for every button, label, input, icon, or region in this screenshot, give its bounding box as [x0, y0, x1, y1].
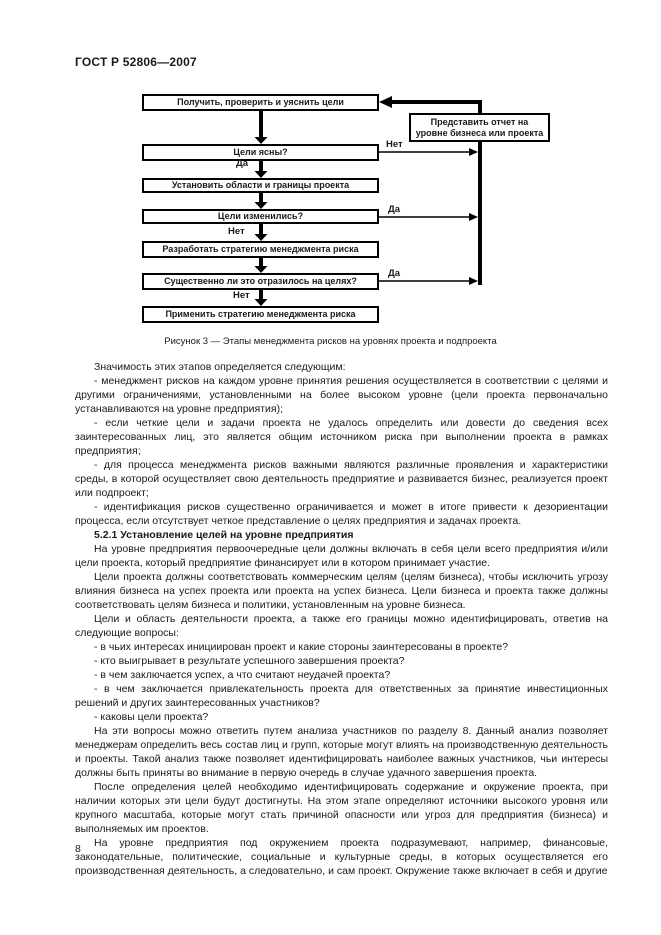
document-header: ГОСТ Р 52806—2007	[75, 55, 197, 69]
question-bullet-item: - в чьих интересах инициирован проект и …	[94, 641, 509, 653]
question-bullet-item: - каковы цели проекта?	[94, 711, 209, 723]
paragraph: На уровне предприятия под окружением про…	[75, 837, 608, 877]
question-bullet-item: - в чем заключается привлекательность пр…	[75, 683, 608, 709]
flowchart-box-develop-risk-strategy: Разработать стратегию менеджмента риска	[142, 241, 379, 258]
edge-label-goals-clear-yes: Да	[236, 158, 249, 169]
figure-caption: Рисунок 3 — Этапы менеджмента рисков на …	[164, 336, 497, 347]
section-heading-5-2-1: 5.2.1 Установление целей на уровне предп…	[94, 529, 354, 541]
body-text: Значимость этих этапов определяется след…	[75, 360, 608, 878]
paragraph-intro: Значимость этих этапов определяется след…	[94, 361, 346, 373]
paragraph: Цели и область деятельности проекта, а т…	[75, 613, 608, 639]
flowchart-box-report-business-project-level: Представить отчет на уровне бизнеса или …	[409, 113, 550, 142]
flowchart-box-goals-changed: Цели изменились?	[142, 209, 379, 224]
edge-label-goals-changed-no: Нет	[228, 226, 245, 237]
flowchart-connectors	[254, 96, 482, 306]
paragraph: На уровне предприятия первоочередные цел…	[75, 543, 608, 569]
bullet-item: - менеджмент рисков на каждом уровне при…	[75, 375, 608, 415]
page-number: 8	[75, 843, 81, 855]
flowchart-box-apply-risk-strategy: Применить стратегию менеджмента риска	[142, 306, 379, 323]
bullet-item: - для процесса менеджмента рисков важным…	[75, 459, 608, 499]
edge-label-goals-changed-yes: Да	[388, 204, 401, 215]
edge-label-goals-clear-no: Нет	[386, 139, 403, 150]
flowchart-box-obtain-check-clarify-goals: Получить, проверить и уяснить цели	[142, 94, 379, 111]
question-bullet-item: - в чем заключается успех, а что считают…	[94, 669, 391, 681]
flowchart-box-significant-goal-impact: Существенно ли это отразилось на целях?	[142, 273, 379, 290]
paragraph: На эти вопросы можно ответить путем анал…	[75, 725, 608, 779]
question-bullet-item: - кто выигрывает в результате успешного …	[94, 655, 405, 667]
paragraph: Цели проекта должны соответствовать комм…	[75, 571, 608, 611]
bullet-item: - идентификация рисков существенно огран…	[75, 501, 608, 527]
flowchart-figure: Получить, проверить и уяснить цели Цели …	[0, 88, 661, 328]
edge-label-affected-yes: Да	[388, 268, 401, 279]
flowchart-box-set-scope-boundaries: Установить области и границы проекта	[142, 178, 379, 193]
flowchart-box-goals-clear: Цели ясны?	[142, 144, 379, 161]
edge-label-affected-no: Нет	[233, 290, 250, 301]
paragraph: После определения целей необходимо идент…	[75, 781, 608, 835]
bullet-item: - если четкие цели и задачи проекта не у…	[75, 417, 608, 457]
